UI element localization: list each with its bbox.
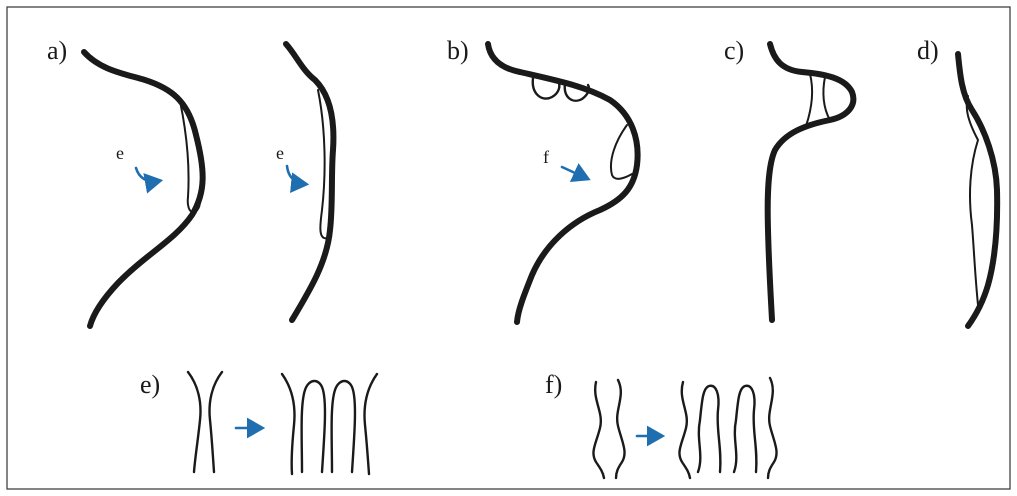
panel-f: f) (545, 370, 778, 480)
panel-b: b) f (447, 36, 641, 325)
panel-a-inset-label-left: e (116, 143, 124, 163)
panel-e-after-loop-1 (300, 379, 327, 474)
panel-c: c) (724, 36, 857, 323)
panel-a-label: a) (47, 36, 67, 65)
panel-f-before-right-strand (614, 378, 626, 480)
panel-c-fold-outer (805, 73, 814, 127)
panel-f-after-right-strand (766, 376, 778, 480)
panel-b-fold (610, 124, 633, 180)
panel-e-before-right-strand (208, 370, 224, 474)
figure-border (6, 6, 1011, 490)
panel-e-after-loop-2 (330, 379, 357, 474)
panel-b-inset-label: f (543, 147, 549, 167)
panel-e-after-left-strand (280, 372, 296, 476)
panel-f-after-loop-2 (732, 384, 758, 474)
panel-f-before-left-strand (592, 380, 606, 480)
panel-d: d) (917, 36, 1001, 329)
panel-a-arrow-right (285, 164, 310, 194)
panel-d-fold (965, 95, 979, 306)
panel-a-profile-left (81, 49, 206, 329)
panel-f-after-loop-1 (696, 384, 722, 474)
panel-c-fold-inner (822, 76, 831, 121)
panel-a-inset-label-right: e (276, 143, 284, 163)
panel-b-label: b) (447, 36, 469, 65)
panel-a-fold-right (317, 89, 332, 240)
panel-a: a) e e (47, 36, 337, 329)
panel-b-bump-1 (531, 76, 561, 100)
panel-b-bump-2 (563, 81, 591, 102)
panel-e-label: e) (140, 370, 160, 399)
panel-f-after-left-strand (678, 380, 692, 480)
panel-c-label: c) (724, 36, 744, 65)
panel-e: e) (140, 370, 379, 476)
panel-e-before-left-strand (186, 370, 202, 474)
panel-e-after-right-strand (363, 372, 379, 476)
panel-f-label: f) (545, 370, 562, 399)
panel-b-arrow (560, 163, 591, 183)
panel-a-profile-right (283, 41, 337, 323)
panel-a-arrow-left (134, 166, 164, 194)
panel-d-label: d) (917, 36, 939, 65)
panel-d-profile (955, 51, 1001, 329)
panel-b-profile (485, 41, 641, 325)
panel-c-profile (764, 41, 857, 323)
panel-a-fold-left (179, 100, 201, 213)
